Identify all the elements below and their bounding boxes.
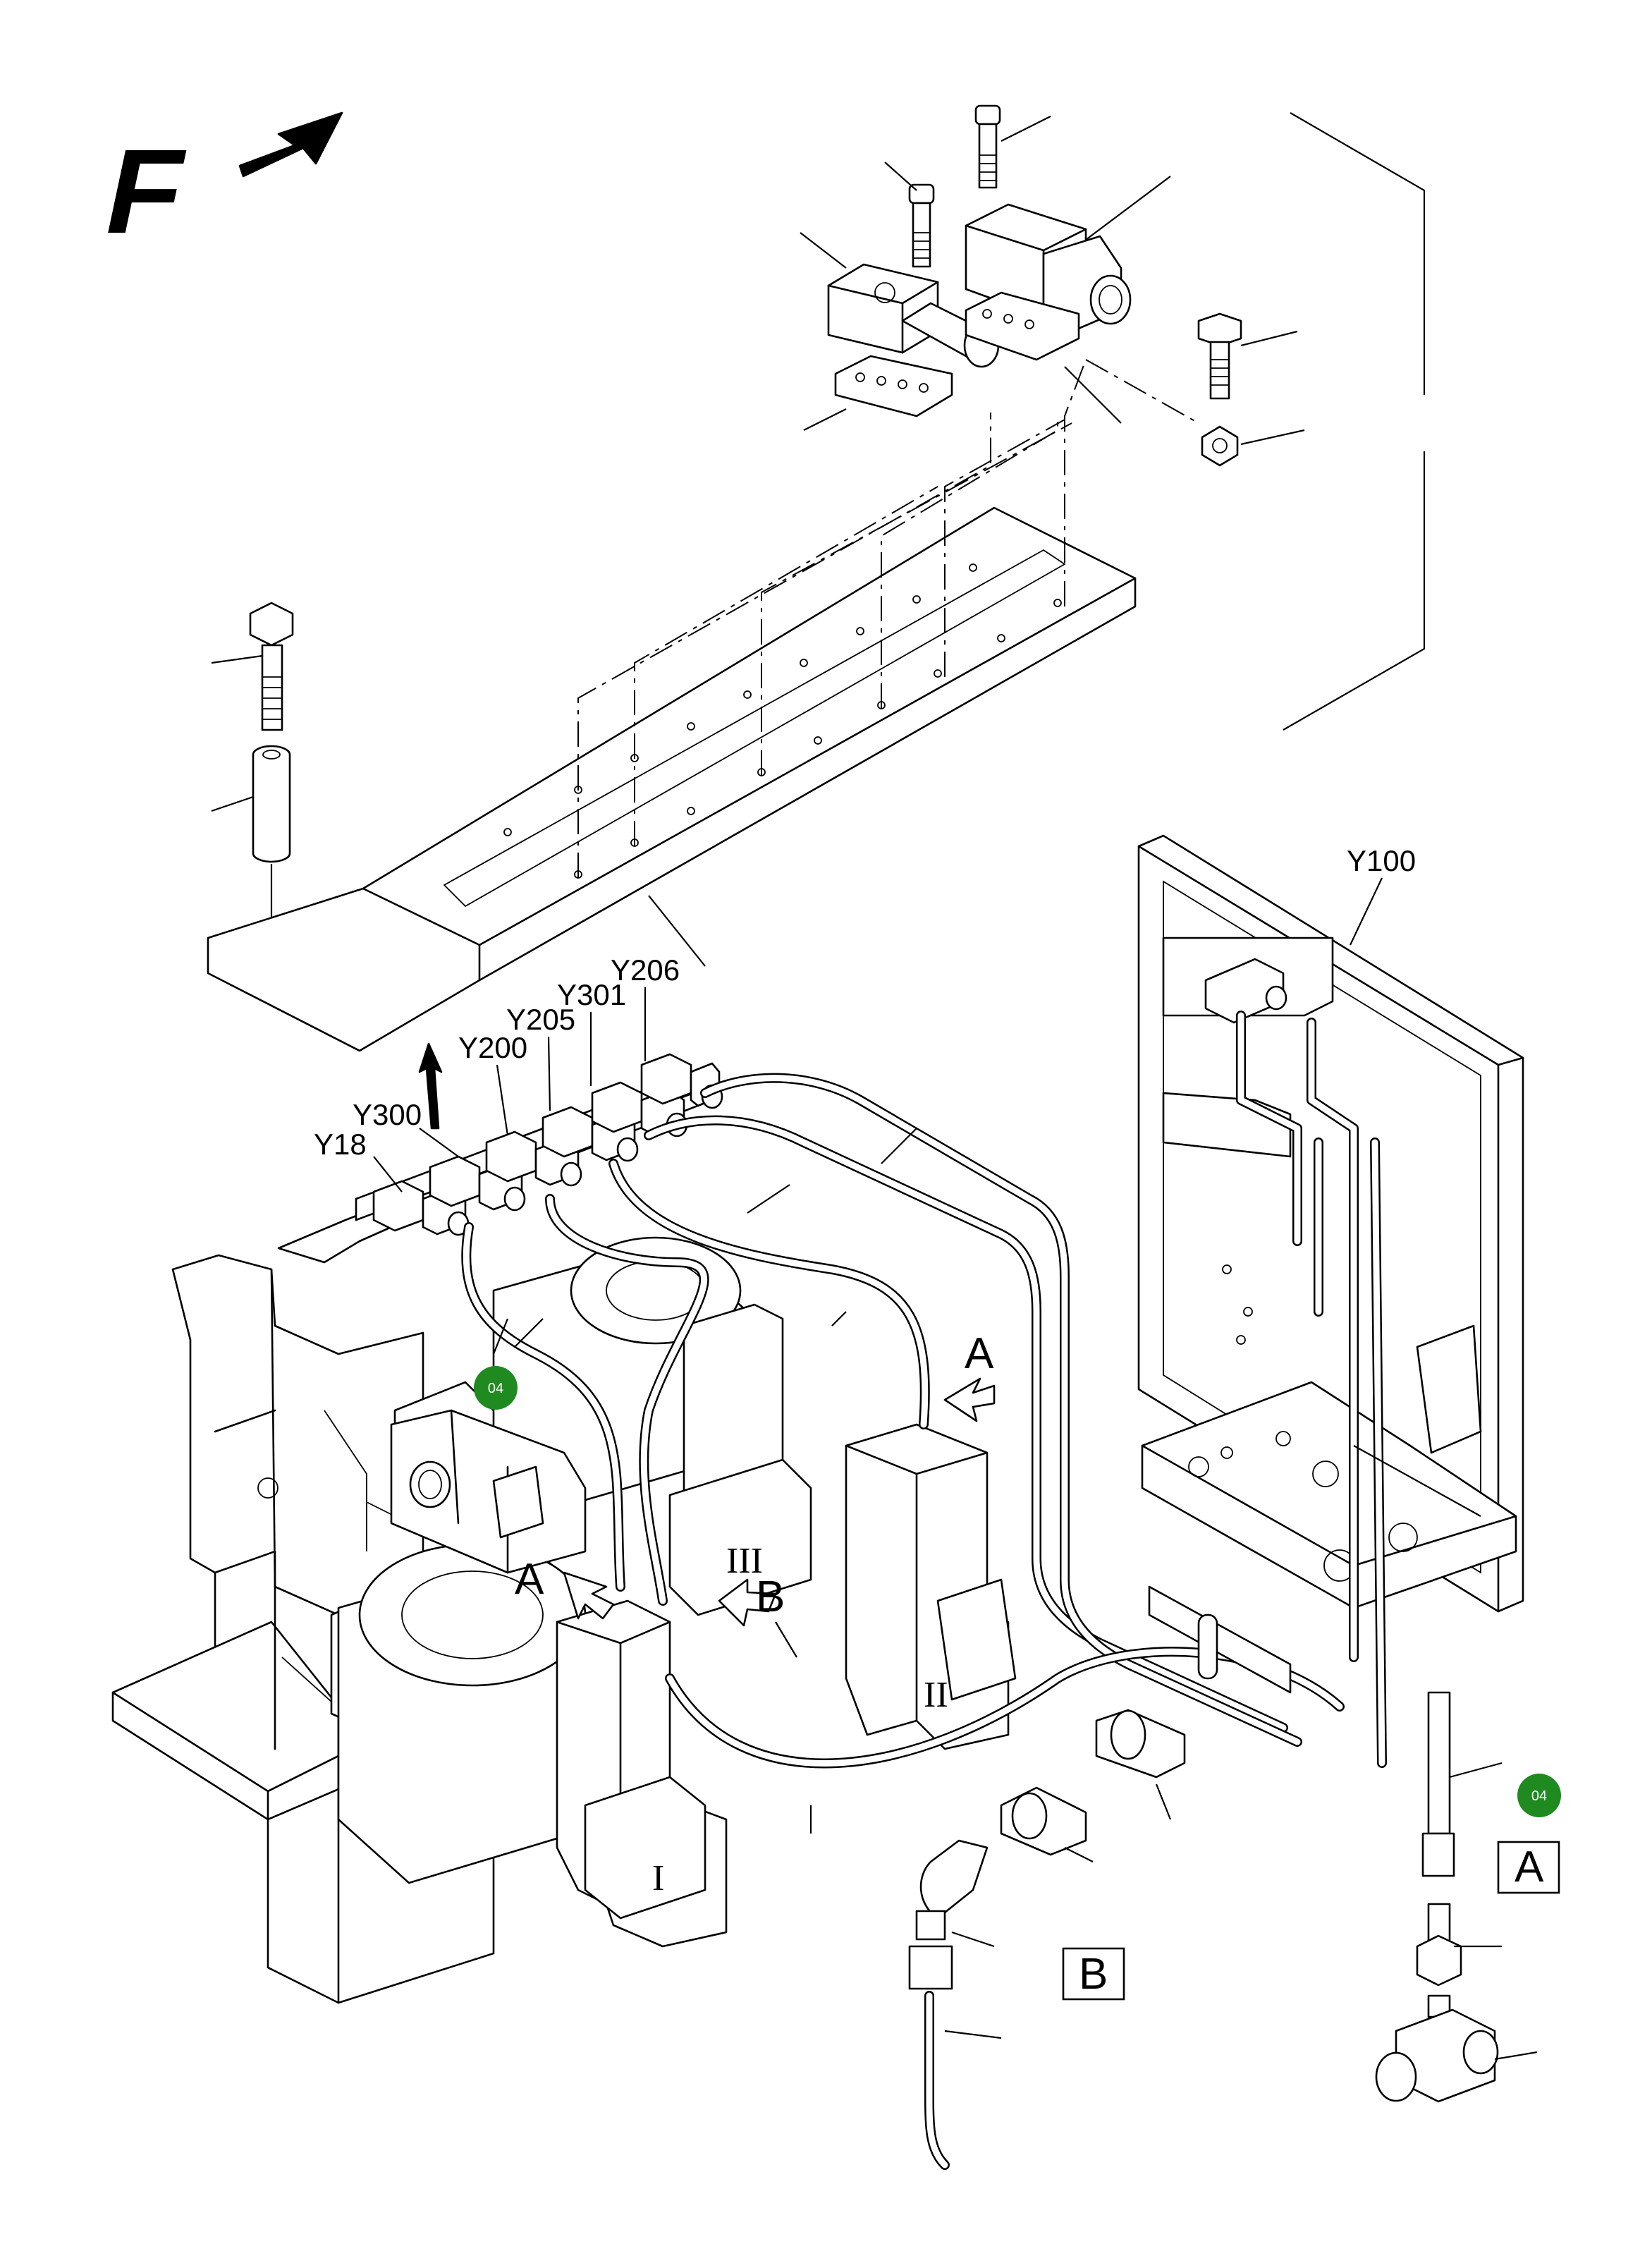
label-y301: Y301: [557, 978, 626, 1011]
detail-a: A: [1375, 1691, 1560, 2103]
up-arrow-icon: [418, 1042, 443, 1130]
view-arrow-a-top: [943, 1377, 996, 1422]
socket-screw-right: [974, 104, 1001, 189]
orientation-letter: F: [94, 125, 196, 259]
mounting-plate-right: [965, 291, 1080, 361]
cylinder-head-iii: III: [668, 1303, 812, 1616]
mounting-plate-left: [834, 355, 953, 417]
view-marker-b: B: [756, 1573, 785, 1621]
cylinder-label-i: I: [652, 1858, 664, 1898]
cylinder-head-i: I: [556, 1599, 728, 1948]
cylinder-head-ii: II: [845, 1423, 1017, 1750]
label-y205: Y205: [506, 1003, 575, 1036]
support-rail: [207, 506, 1137, 1052]
callout-badge-1-text: 04: [488, 1381, 503, 1396]
solenoid-valve-y301: [591, 1081, 688, 1137]
detail-box-b: [1062, 1947, 1125, 2001]
view-arrow-a-left: [563, 1571, 615, 1620]
detail-box-a-label: A: [1515, 1843, 1544, 1891]
callout-badge-1: 04: [474, 1366, 518, 1410]
detail-box-a: [1497, 1841, 1560, 1894]
label-y200: Y200: [458, 1031, 527, 1064]
orientation-arrow-icon: [238, 111, 343, 178]
view-marker-a-top: A: [965, 1329, 994, 1378]
hex-bolt-right: [1197, 312, 1242, 400]
top-bracket-assembly: [800, 104, 1426, 731]
view-markers: A A B: [515, 1329, 996, 1627]
socket-screw-left: [908, 183, 935, 268]
view-marker-a-left: A: [515, 1555, 544, 1604]
label-y100: Y100: [1347, 844, 1416, 877]
pump-unit: [390, 1409, 587, 1574]
orientation-f-marker: F: [94, 111, 343, 259]
cylinder-label-iii: III: [726, 1541, 763, 1581]
label-y18: Y18: [314, 1128, 367, 1161]
control-panel-frame: [1137, 834, 1524, 1768]
valve-bank: [277, 1042, 723, 1264]
hex-bolt-left: [249, 602, 294, 731]
valve-labels: Y206 Y301 Y205 Y200 Y300 Y18 Y100: [314, 844, 1416, 1161]
solenoid-valve-y200: [485, 1130, 582, 1187]
detail-b: B: [908, 1709, 1186, 2170]
detail-box-b-label: B: [1079, 1950, 1108, 1999]
hex-nut-right: [1201, 425, 1239, 467]
callout-badge-2: 04: [1517, 1774, 1561, 1817]
projection-lines: [577, 359, 1199, 878]
callout-badge-2-text: 04: [1531, 1788, 1547, 1804]
view-arrow-b: [718, 1578, 777, 1627]
cylinder-label-ii: II: [924, 1675, 948, 1715]
spacer-sleeve-left: [252, 745, 291, 863]
label-y206: Y206: [611, 953, 680, 987]
solenoid-valve-top: [965, 203, 1132, 333]
label-y300: Y300: [353, 1098, 422, 1131]
